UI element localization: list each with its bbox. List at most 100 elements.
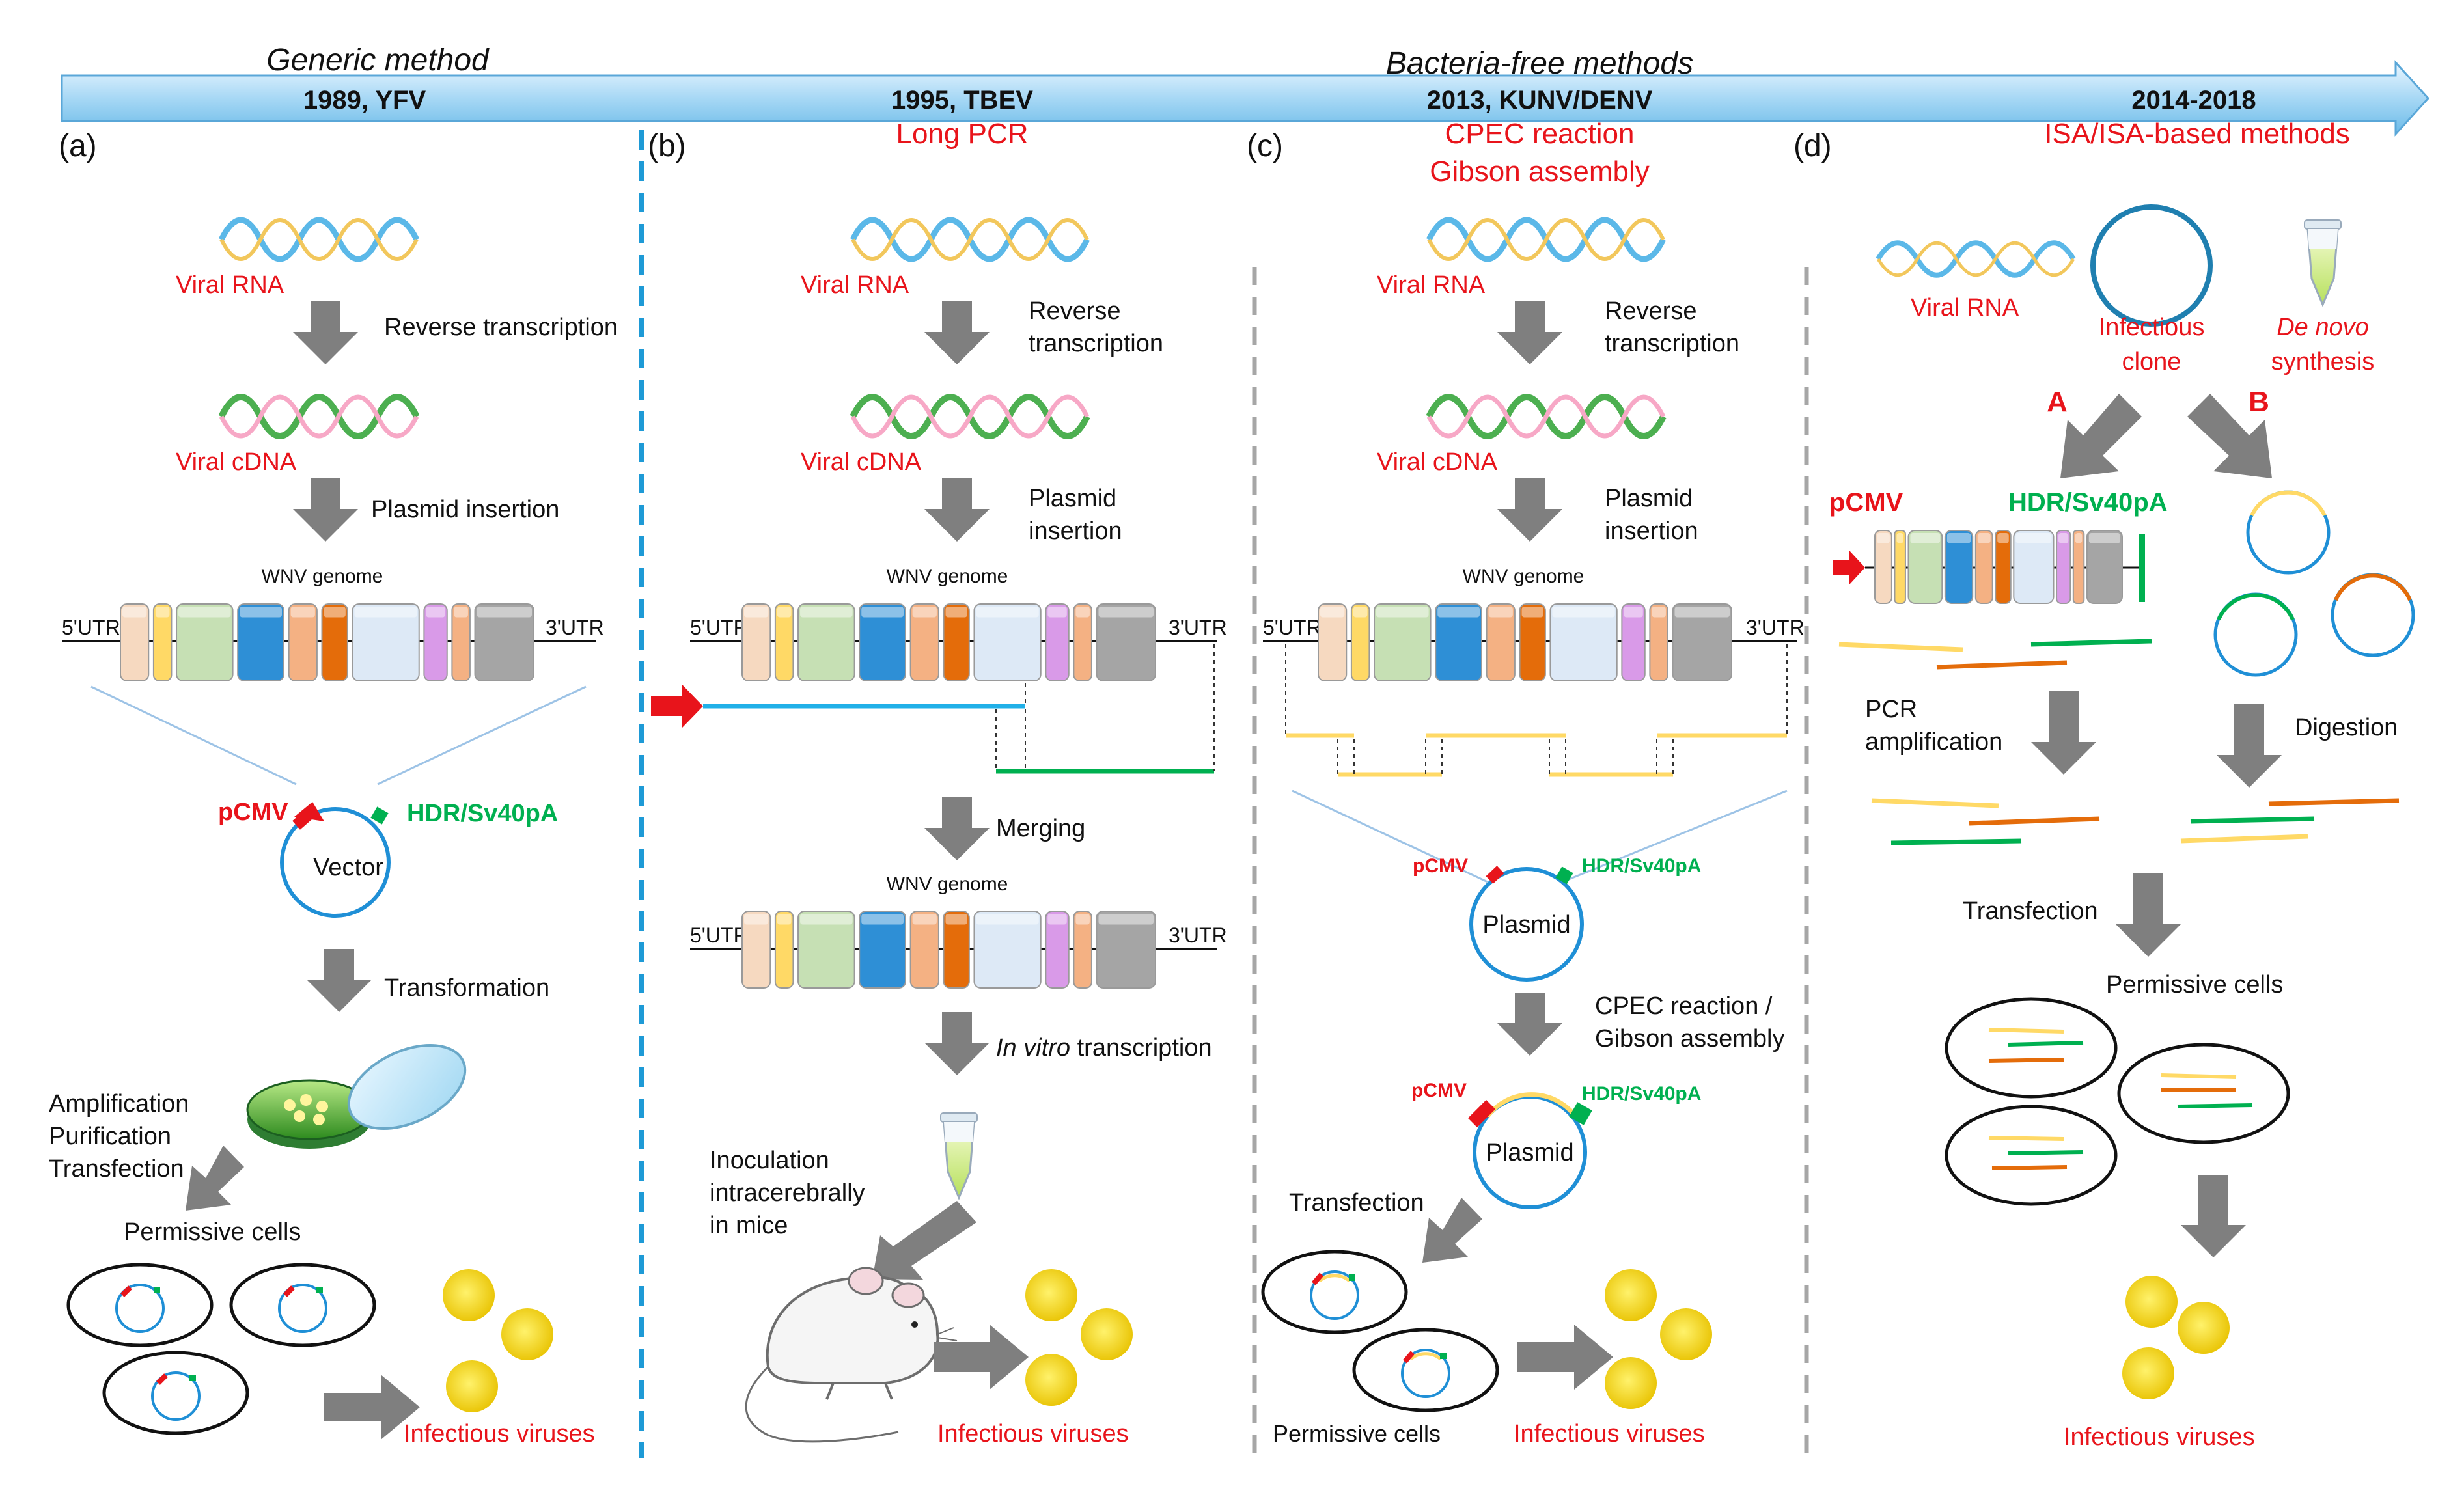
panel-letter-b: (b) — [648, 129, 686, 163]
a-infectious-viruses: Infectious viruses — [404, 1420, 595, 1448]
b-viral-rna-helix-icon — [850, 217, 1090, 262]
genome-segment — [1350, 603, 1370, 681]
genome-segment — [943, 911, 970, 989]
d-arrow-transfection — [2116, 873, 2181, 957]
genome-segment — [321, 603, 348, 681]
d-tube-icon — [2304, 219, 2342, 307]
genome-segment — [2013, 530, 2055, 604]
b-in-vitro-transcription: In vitro transcription — [996, 1034, 1212, 1062]
a-reverse-transcription: Reverse transcription — [384, 314, 618, 341]
d-pcr-fragments-bottom — [1871, 798, 2100, 845]
genome-segment-highlight — [800, 607, 853, 618]
a-arrow-3 — [307, 949, 372, 1012]
genome-segment-highlight — [324, 607, 346, 618]
genome-segment-highlight — [1997, 533, 2009, 543]
a-genome-blocks — [120, 603, 535, 681]
genome-segment-highlight — [1946, 533, 1971, 543]
c-cell-1 — [1261, 1250, 1408, 1334]
a-hdr-label: HDR/Sv40pA — [407, 800, 558, 827]
genome-segment — [152, 603, 173, 681]
genome-segment-highlight — [426, 607, 445, 618]
genome-segment — [1944, 530, 1974, 604]
c-pcmv-2: pCMV — [1411, 1080, 1467, 1101]
c-arrow-1 — [1497, 301, 1562, 364]
panel-a: Viral RNA Reverse transcription Viral cD… — [49, 217, 618, 1448]
genome-segment-highlight — [2088, 533, 2120, 543]
a-purification: Purification — [49, 1123, 171, 1150]
a-amplification: Amplification — [49, 1090, 189, 1118]
genome-segment — [2086, 530, 2124, 604]
d-digestion: Digestion — [2295, 714, 2398, 741]
genome-segment-highlight — [861, 914, 904, 925]
genome-segment-highlight — [976, 607, 1039, 618]
d-linear-fragment-circles — [2213, 490, 2415, 677]
genome-segment — [1549, 603, 1618, 681]
genome-segment — [120, 603, 150, 681]
a-virus-icons — [443, 1269, 553, 1412]
d-arrow-b — [2187, 394, 2272, 478]
genome-segment — [1073, 911, 1092, 989]
genome-segment — [176, 603, 234, 681]
genome-segment-highlight — [945, 607, 967, 618]
c-reverse: Reverse — [1605, 297, 1697, 325]
b-genome-1 — [690, 603, 1217, 681]
genome-segment-highlight — [1098, 607, 1154, 618]
c-arrow-3 — [1497, 993, 1562, 1056]
d-arrow-a — [2060, 394, 2142, 478]
a-3utr: 3'UTR — [546, 616, 604, 639]
panel-letter-a: (a) — [59, 129, 97, 163]
c-plasmid-label-2: Plasmid — [1486, 1139, 1573, 1166]
generic-method-label: Generic method — [266, 43, 490, 77]
b-3utr-2: 3'UTR — [1169, 924, 1227, 947]
b-genome-2 — [690, 911, 1217, 989]
b-merging: Merging — [996, 815, 1085, 842]
genome-segment-highlight — [912, 914, 937, 925]
genome-segment — [1894, 530, 1906, 604]
c-pcmv-1: pCMV — [1413, 855, 1468, 877]
a-arrow-2 — [293, 478, 358, 542]
b-3utr: 3'UTR — [1169, 616, 1227, 639]
c-plasmid-2-icon — [1467, 1092, 1592, 1209]
d-clone: clone — [2122, 348, 2181, 376]
genome-segment-highlight — [744, 607, 769, 618]
genome-segment-highlight — [155, 607, 170, 618]
genome-segment — [474, 603, 535, 681]
d-arrow-final — [2181, 1175, 2246, 1257]
panel-letter-d: (d) — [1793, 129, 1832, 163]
d-virus-icons — [2122, 1276, 2230, 1399]
panel-c: Viral RNA Reverse transcription Viral cD… — [1261, 217, 1805, 1448]
c-viral-cdna-helix-icon — [1426, 394, 1667, 439]
d-infectious-viruses: Infectious viruses — [2064, 1423, 2255, 1451]
genome-segment-highlight — [1552, 607, 1615, 618]
d-hdr: HDR/Sv40pA — [2008, 488, 2168, 517]
genome-segment-highlight — [1977, 533, 1991, 543]
d-amplicon-construct — [1865, 530, 2145, 604]
d-pcr-fragments-top — [1838, 639, 2152, 670]
genome-segment-highlight — [2015, 533, 2052, 543]
a-cell-2 — [229, 1263, 376, 1347]
d-permissive-cells: Permissive cells — [2106, 971, 2283, 998]
d-pcmv: pCMV — [1829, 488, 1903, 517]
genome-segment-highlight — [861, 607, 904, 618]
c-virus-icons — [1605, 1269, 1712, 1409]
c-plasmid-label-1: Plasmid — [1482, 911, 1570, 939]
milestone-1995: 1995, TBEV — [891, 86, 1033, 115]
milestone-2013: 2013, KUNV/DENV — [1427, 86, 1653, 115]
d-amplification: amplification — [1865, 728, 2002, 756]
a-viral-rna-label: Viral RNA — [176, 271, 284, 299]
d-infectious-clone-plasmid-icon — [2090, 204, 2213, 327]
a-wnv-genome-label: WNV genome — [262, 566, 383, 587]
genome-segment-highlight — [178, 607, 231, 618]
genome-segment — [943, 603, 970, 681]
d-cell-3 — [1945, 1105, 2118, 1206]
genome-segment-highlight — [777, 607, 792, 618]
method-gibson: Gibson assembly — [1430, 156, 1649, 187]
a-vector-plasmid-icon — [280, 802, 391, 918]
genome-segment — [774, 911, 794, 989]
b-viral-cdna-label: Viral cDNA — [801, 448, 922, 476]
genome-segment — [859, 603, 907, 681]
genome-segment — [797, 603, 855, 681]
b-insertion: insertion — [1029, 517, 1122, 545]
d-arrow-pcr — [2031, 691, 2096, 775]
genome-segment — [1045, 911, 1070, 989]
